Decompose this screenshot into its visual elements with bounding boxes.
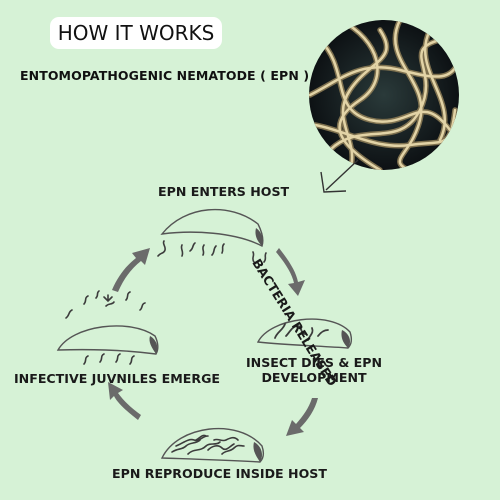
stage-label-insect-dies-line1: INSECT DIES & EPN — [246, 355, 383, 370]
page-subtitle: ENTOMOPATHOGENIC NEMATODE ( EPN ) — [20, 68, 310, 83]
nematode-photo — [309, 20, 459, 170]
insect-larva-icon — [160, 427, 265, 463]
stage-label-reproduce: EPN REPRODUCE INSIDE HOST — [112, 466, 327, 481]
insect-larva-icon — [157, 208, 267, 263]
stage-label-juveniles-emerge: INFECTIVE JUVNILES EMERGE — [14, 371, 221, 386]
pointer-arrow-icon — [320, 159, 359, 193]
stage-label-insect-dies: INSECT DIES & EPN DEVELOPMENT — [246, 355, 382, 385]
page-title: HOW IT WORKS — [50, 17, 222, 49]
stage-label-insect-dies-line2: DEVELOPMENT — [261, 370, 367, 385]
insect-larva-icon — [256, 318, 353, 349]
stage-label-enters-host: EPN ENTERS HOST — [158, 184, 290, 199]
insect-larva-icon — [56, 290, 159, 365]
cycle-arrow-icon — [108, 248, 318, 436]
